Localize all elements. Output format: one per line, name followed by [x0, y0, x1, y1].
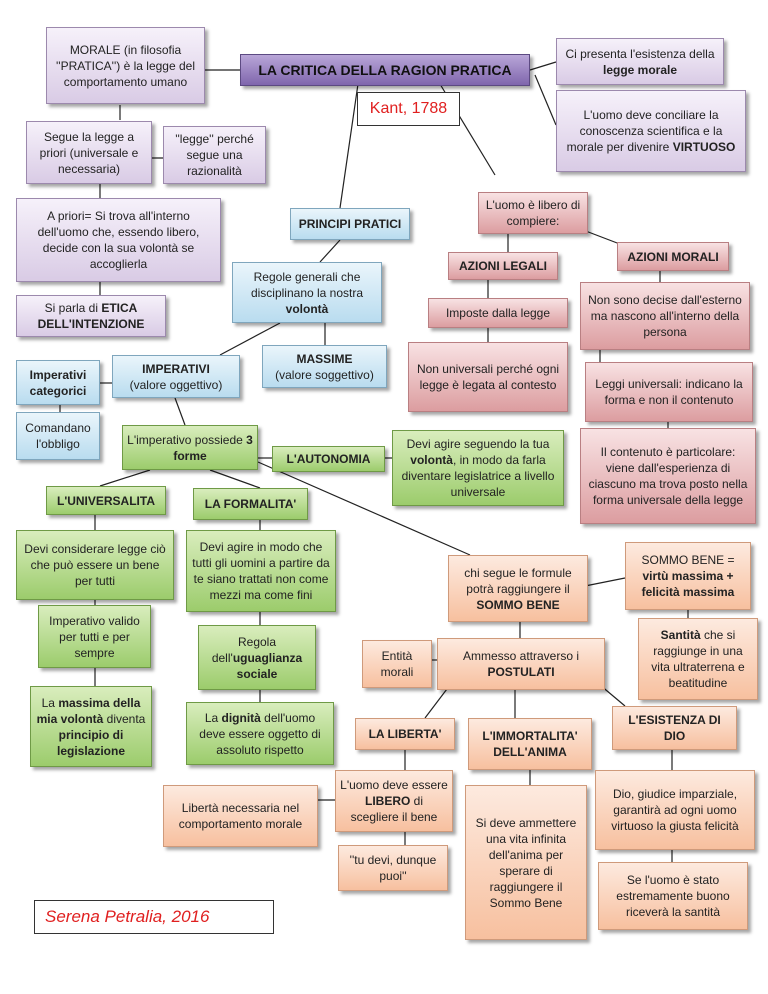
node-imperativi: IMPERATIVI(valore oggettivo)	[112, 355, 240, 398]
node-non-decise: Non sono decise dall'esterno ma nascono …	[580, 282, 750, 350]
node-formule-sommo-bene: chi segue le formule potrà raggiungere i…	[448, 555, 588, 622]
node-uguaglianza-sociale: Regola dell'uguaglianza sociale	[198, 625, 316, 690]
node-massima-volonta: La massima della mia volontà diventa pri…	[30, 686, 152, 767]
node-imperativo-forme: L'imperativo possiede 3 forme	[122, 425, 258, 470]
node-vita-infinita: Si deve ammettere una vita infinita dell…	[465, 785, 587, 940]
node-contenuto-particolare: Il contenuto è particolare: viene dall'e…	[580, 428, 756, 524]
node-azioni-legali: AZIONI LEGALI	[448, 252, 558, 280]
node-dignita: La dignità dell'uomo deve essere oggetto…	[186, 702, 334, 765]
node-liberta: LA LIBERTA'	[355, 718, 455, 750]
author-signature: Serena Petralia, 2016	[34, 900, 274, 934]
node-sommo-bene-def: SOMMO BENE = virtù massima + felicità ma…	[625, 542, 751, 610]
node-universalita: L'UNIVERSALITA	[46, 486, 166, 515]
node-libero-scegliere: L'uomo deve essere LIBERO di scegliere i…	[335, 770, 453, 832]
node-principi-pratici: PRINCIPI PRATICI	[290, 208, 410, 240]
node-azioni-morali: AZIONI MORALI	[617, 242, 729, 271]
node-massime: MASSIME(valore soggettivo)	[262, 345, 387, 388]
node-non-universali: Non universali perché ogni legge è legat…	[408, 342, 568, 412]
node-legge-perche: ''legge'' perché segue una razionalità	[163, 126, 266, 184]
node-autonomia: L'AUTONOMIA	[272, 446, 385, 472]
node-imperativo-valido: Imperativo valido per tutti e per sempre	[38, 605, 151, 668]
page-title: LA CRITICA DELLA RAGION PRATICA	[240, 54, 530, 86]
node-etica-intenzione: Si parla di ETICA DELL'INTENZIONE	[16, 295, 166, 337]
node-morale-definition: MORALE (in filosofia ''PRATICA'') è la l…	[46, 27, 205, 104]
node-legge-morale: Ci presenta l'esistenza della legge mora…	[556, 38, 724, 85]
node-entita-morali: Entità morali	[362, 640, 432, 688]
node-autonomia-desc: Devi agire seguendo la tua volontà, in m…	[392, 430, 564, 506]
node-esistenza-dio: L'ESISTENZA DI DIO	[612, 706, 737, 750]
node-segue-legge: Segue la legge a priori (universale e ne…	[26, 121, 152, 184]
node-tu-devi: ''tu devi, dunque puoi''	[338, 845, 448, 891]
node-imposte-legge: Imposte dalla legge	[428, 298, 568, 328]
node-libero-compiere: L'uomo è libero di compiere:	[478, 192, 588, 234]
node-universalita-desc: Devi considerare legge ciò che può esser…	[16, 530, 174, 600]
node-regole-generali: Regole generali che disciplinano la nost…	[232, 262, 382, 323]
node-formalita-desc: Devi agire in modo che tutti gli uomini …	[186, 530, 336, 612]
node-dio-giudice: Dio, giudice imparziale, garantirà ad og…	[595, 770, 755, 850]
node-liberta-necessaria: Libertà necessaria nel comportamento mor…	[163, 785, 318, 847]
node-santita: Santità che si raggiunge in una vita ult…	[638, 618, 758, 700]
node-virtuoso: L'uomo deve conciliare la conoscenza sci…	[556, 90, 746, 172]
subtitle-kant-1788: Kant, 1788	[357, 92, 460, 126]
node-leggi-universali: Leggi universali: indicano la forma e no…	[585, 362, 753, 422]
node-a-priori: A priori= Si trova all'interno dell'uomo…	[16, 198, 221, 282]
node-comandano: Comandano l'obbligo	[16, 412, 100, 460]
node-estremamente-buono: Se l'uomo è stato estremamente buono ric…	[598, 862, 748, 930]
node-immortalita: L'IMMORTALITA' DELL'ANIMA	[468, 718, 592, 770]
node-formalita: LA FORMALITA'	[193, 488, 308, 520]
node-imperativi-categorici: Imperativi categorici	[16, 360, 100, 405]
